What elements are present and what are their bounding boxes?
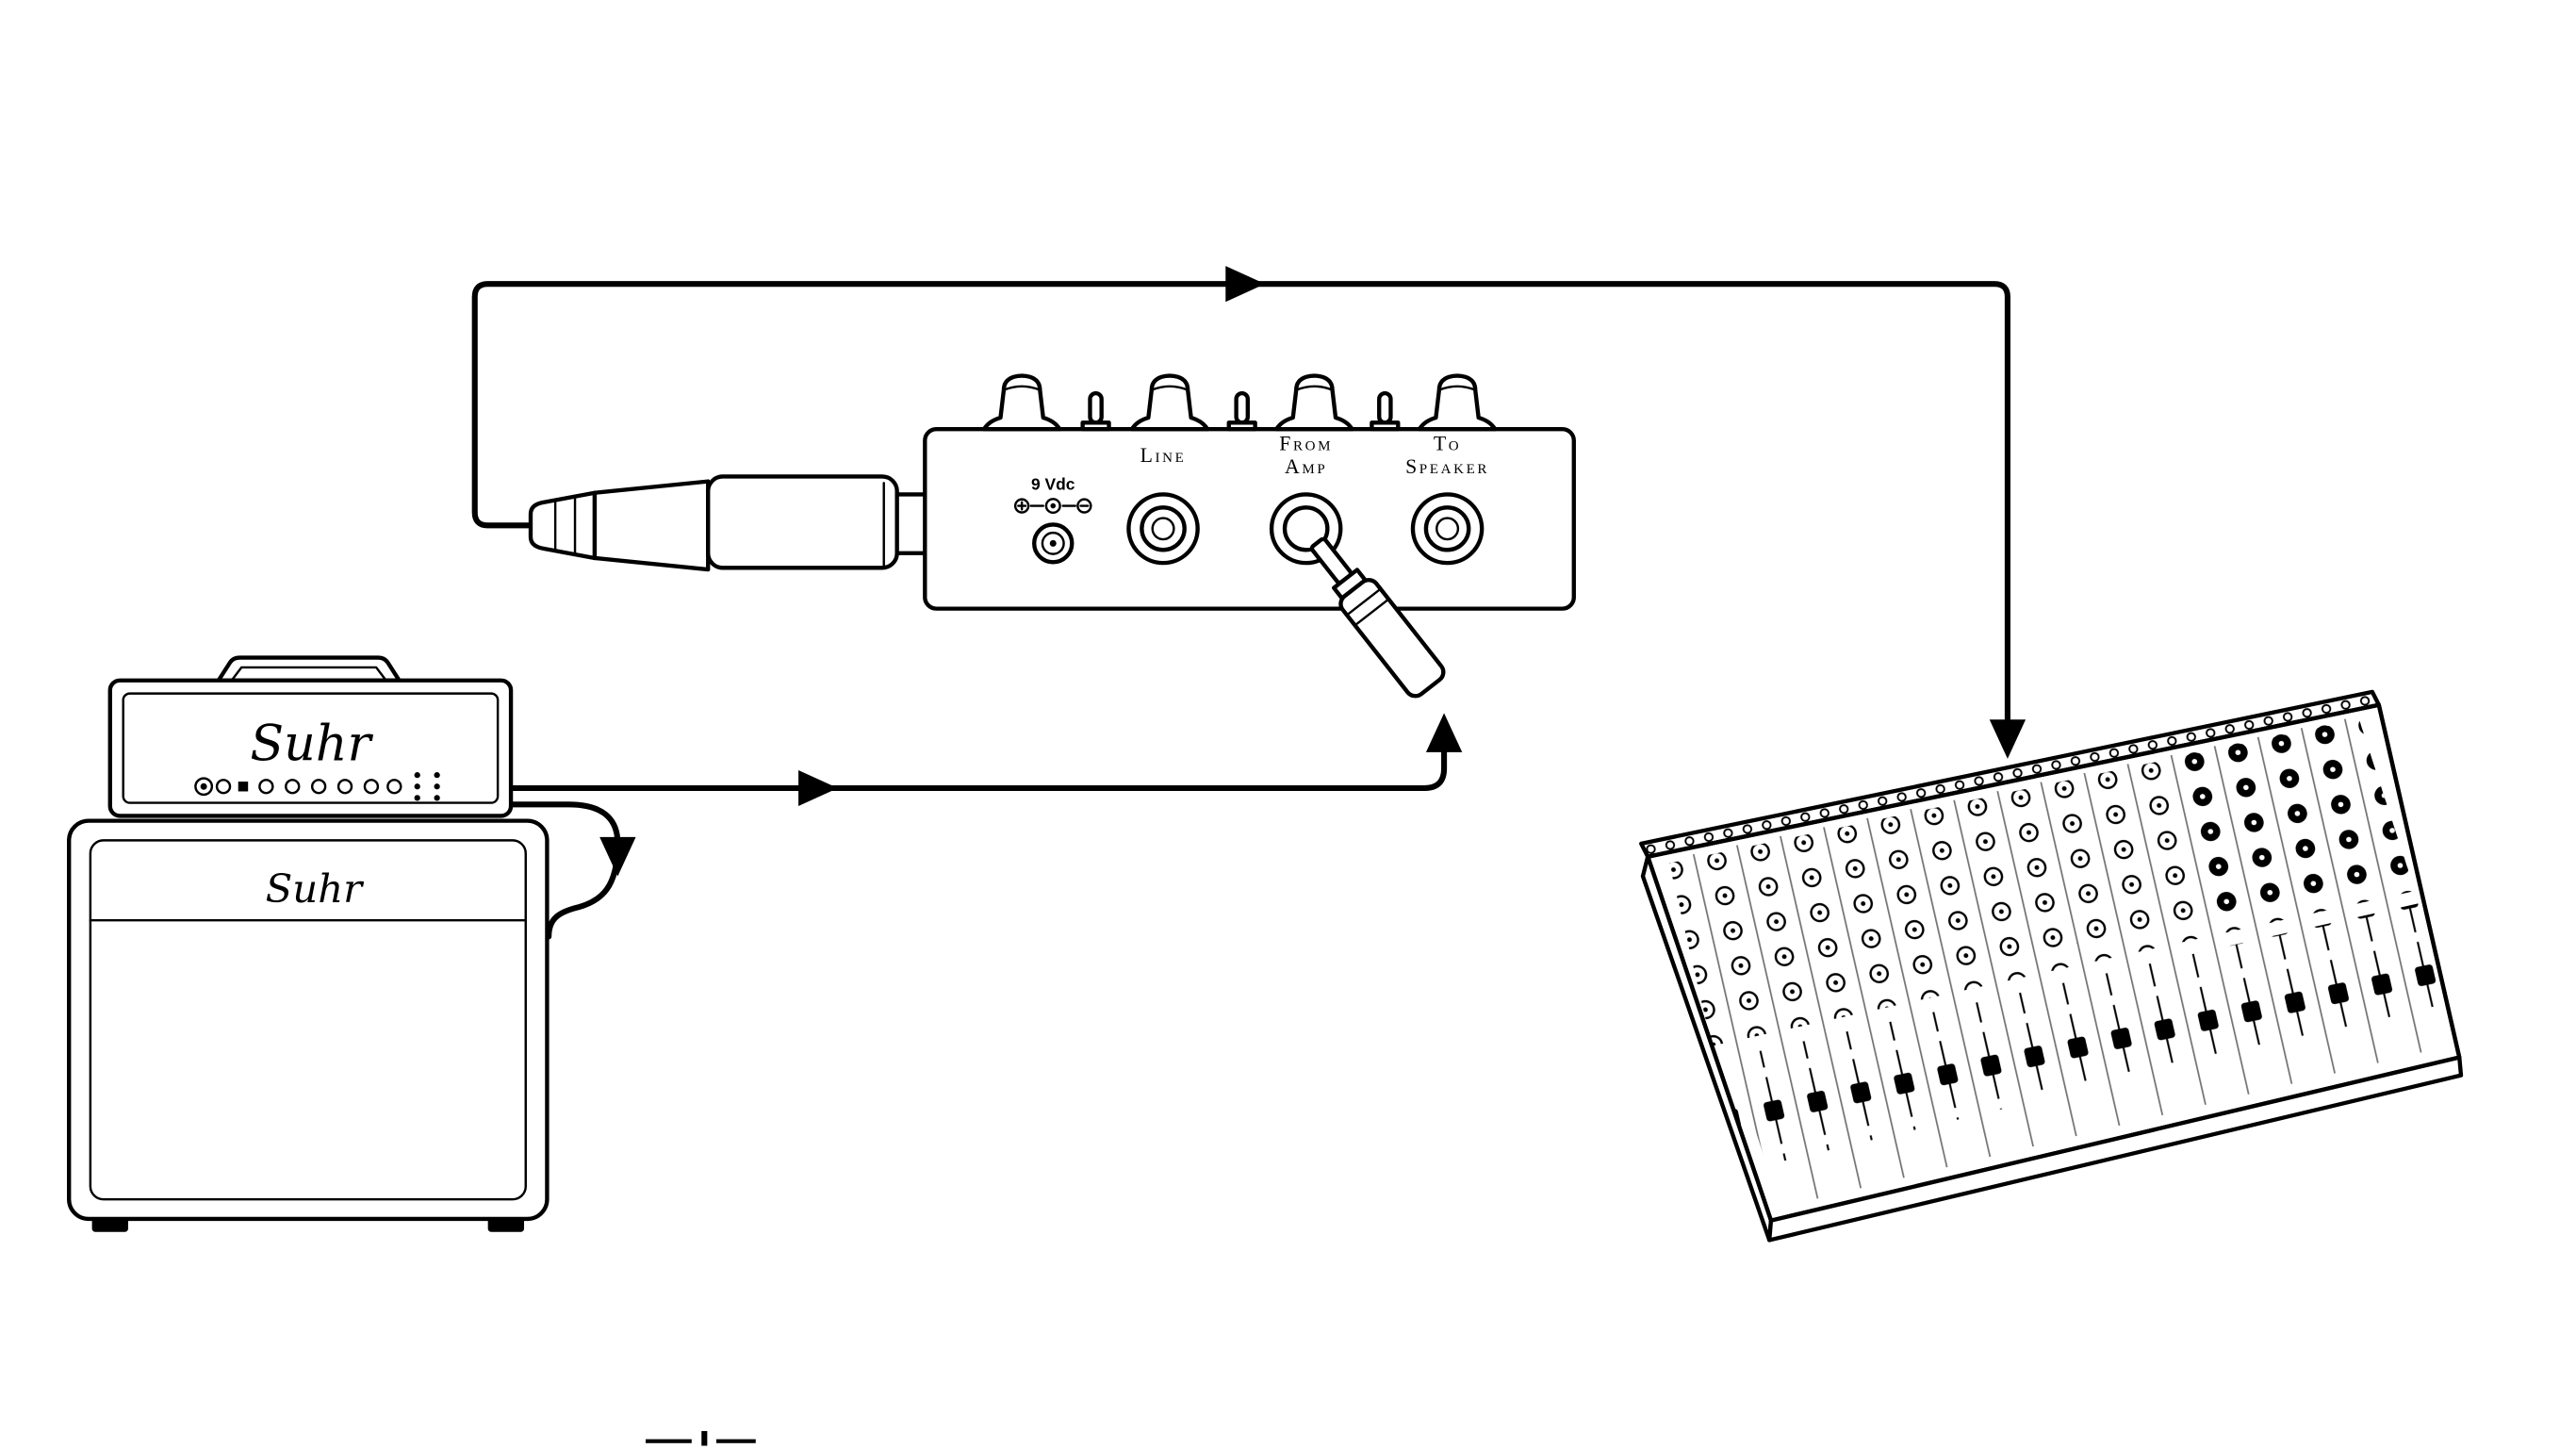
control-knob: [336, 779, 353, 795]
cable-amp-to-cabinet: [508, 801, 636, 940]
xlr-connector: [528, 474, 929, 572]
cabinet-front-panel: [89, 839, 527, 1201]
mixer-rear-jacks: [1642, 693, 2378, 855]
toggle-switch: [1083, 393, 1109, 429]
amp-head: Suhr: [107, 655, 514, 818]
mixer-front-side: [1767, 1055, 2464, 1243]
signal-arrow-right-icon: [1225, 266, 1266, 303]
control-knob: [310, 779, 327, 795]
cable-amp-to-loadbox: [508, 713, 1463, 807]
switch-dot-cluster: [414, 772, 440, 801]
dc-polarity-icon: [1013, 498, 1092, 515]
dc-power-label: 9 Vdc: [1031, 474, 1075, 493]
from-amp-label-line1: From: [1279, 433, 1333, 455]
xlr-body: [706, 474, 899, 570]
mixing-console: [1639, 689, 2464, 1243]
signal-arrow-up-icon: [1425, 713, 1463, 752]
control-knob: [386, 779, 402, 795]
from-amp-jack: [1269, 492, 1343, 566]
amp-head-faceplate: [122, 692, 500, 804]
toggle-switch: [1229, 393, 1255, 429]
cropped-content-artifact: [645, 1430, 756, 1446]
signal-arrow-down-icon: [1989, 719, 2026, 759]
knob: [1132, 376, 1207, 430]
from-amp-label-line2: Amp: [1285, 455, 1327, 478]
mixer-master-section: [2173, 719, 2416, 930]
xlr-neck: [894, 492, 929, 555]
to-speaker-label-line1: To: [1434, 433, 1461, 455]
to-speaker-label-line2: Speaker: [1405, 455, 1489, 478]
line-jack: [1126, 492, 1200, 566]
speaker-cabinet: Suhr: [67, 818, 550, 1232]
amp-control-row: [194, 772, 440, 801]
control-knob: [285, 779, 301, 795]
knob: [984, 376, 1059, 430]
amp-handle: [216, 655, 402, 683]
cabinet-foot: [487, 1217, 525, 1232]
power-switch: [238, 782, 249, 792]
xlr-taper: [592, 479, 711, 572]
control-knob: [363, 779, 380, 795]
pilot-light: [194, 777, 214, 797]
quarter-inch-plug: [1309, 536, 1446, 699]
toggle-switch: [1371, 393, 1398, 429]
control-knob: [215, 779, 232, 795]
cabinet-brand-logo: Suhr: [266, 865, 365, 912]
signal-arrow-right-icon: [798, 769, 838, 807]
xlr-tip: [528, 490, 598, 561]
load-box: 9 Vdc Line From Amp: [528, 376, 1576, 699]
knob: [1276, 376, 1352, 430]
signal-arrow-down-icon: [599, 836, 636, 877]
cabinet-foot: [91, 1217, 128, 1232]
knob: [1419, 376, 1495, 430]
mixer-fader-bank: [1716, 902, 2447, 1169]
cable-loadbox-to-mixer: [471, 266, 2026, 759]
to-speaker-jack: [1410, 492, 1485, 566]
dc-jack: [1032, 522, 1075, 565]
control-knob: [258, 779, 274, 795]
amp-brand-logo: Suhr: [250, 716, 373, 773]
line-label: Line: [1140, 444, 1187, 467]
